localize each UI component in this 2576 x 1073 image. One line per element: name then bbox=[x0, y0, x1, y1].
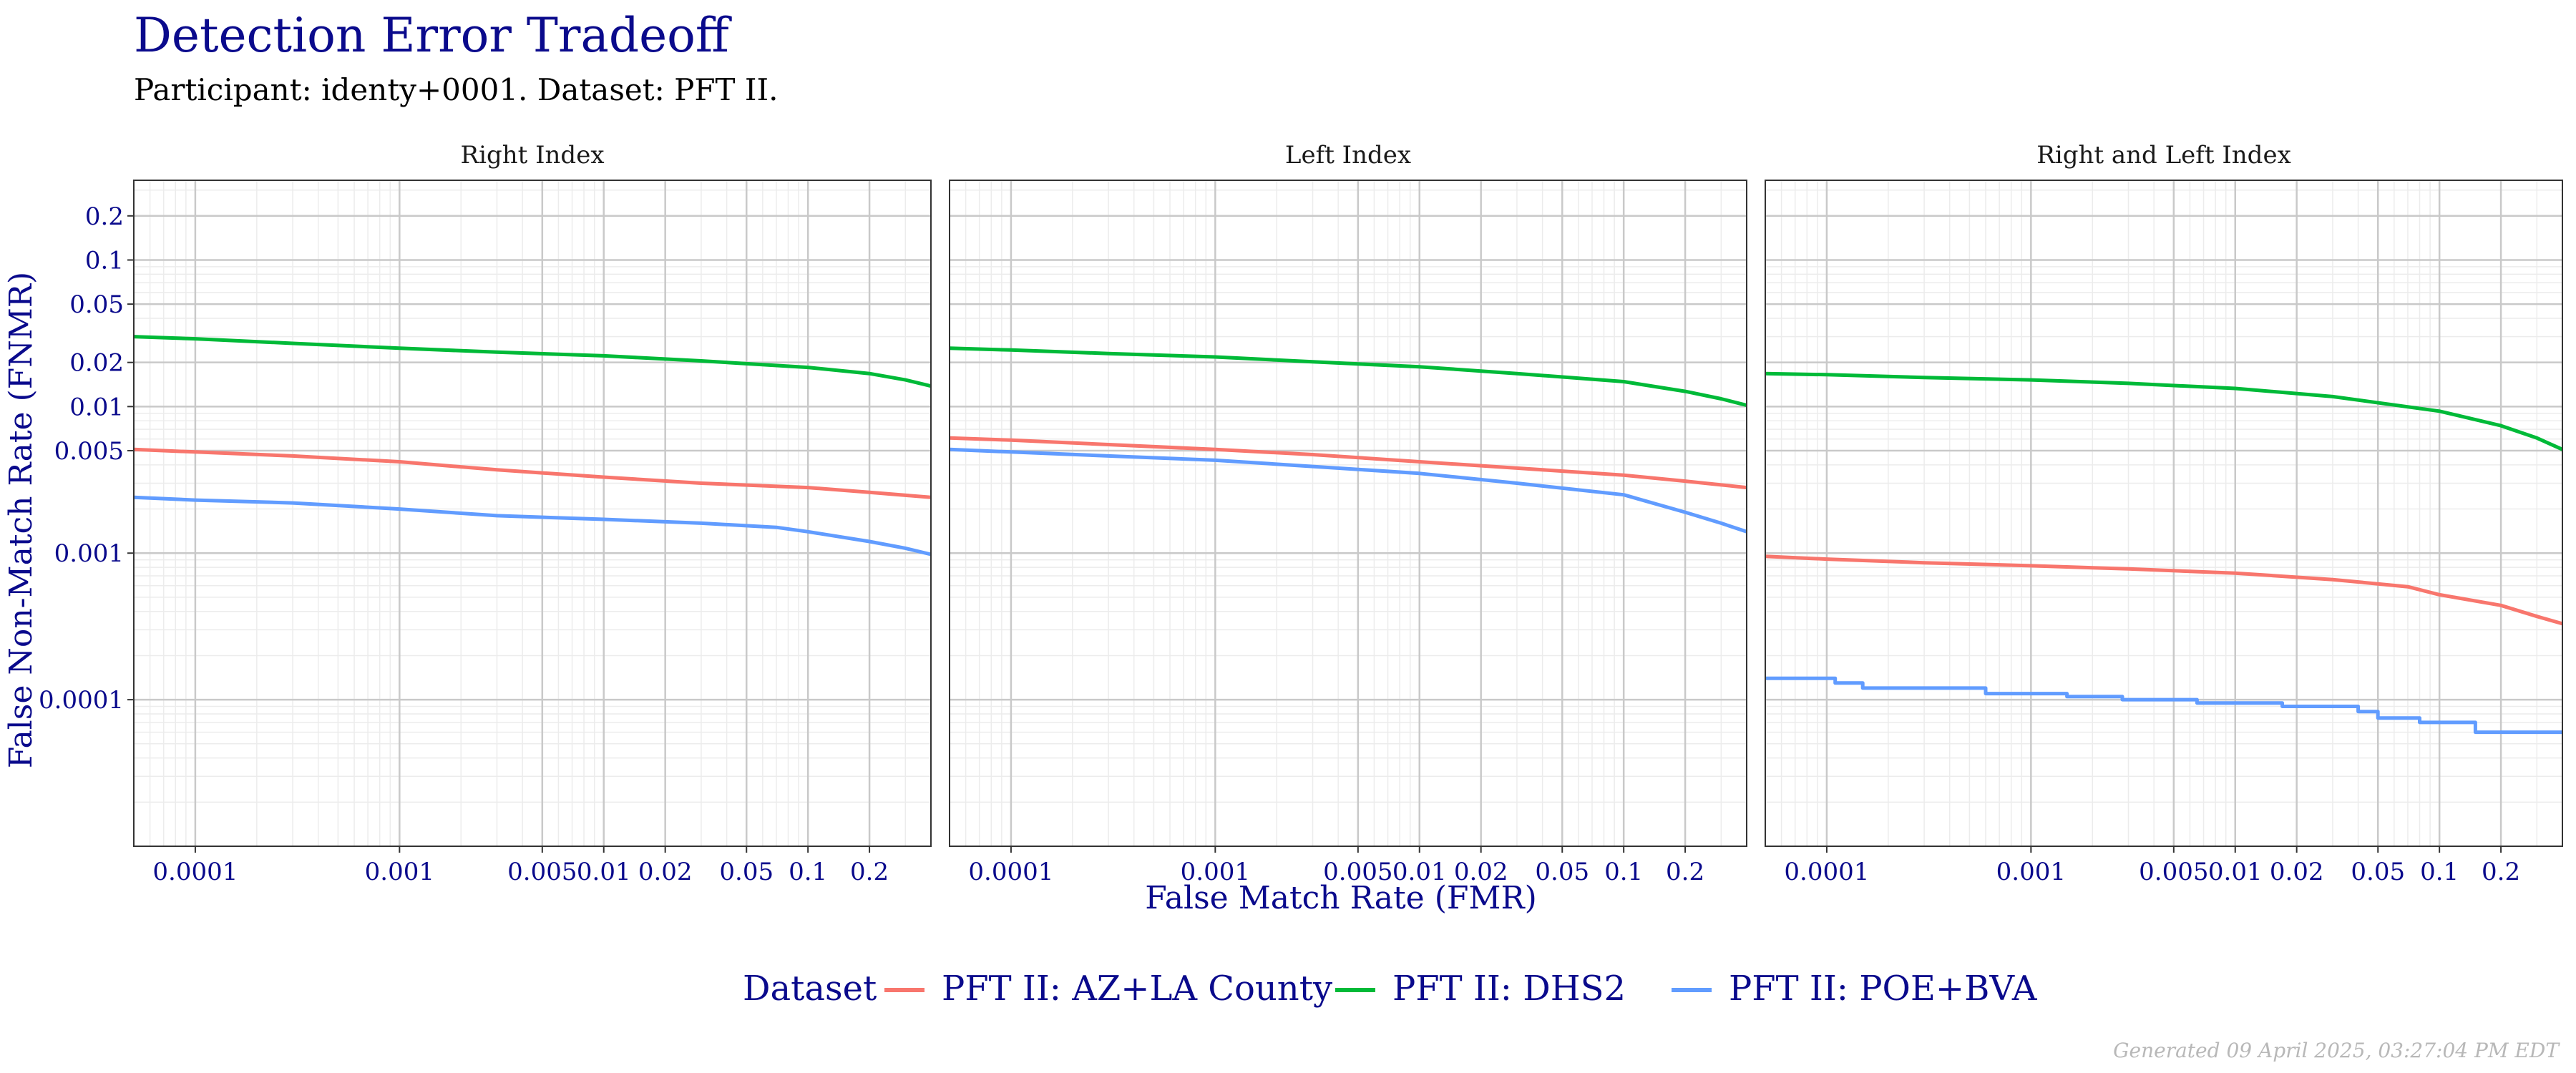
legend-label: PFT II: POE+BVA bbox=[1729, 969, 2038, 1009]
series-line bbox=[949, 447, 1747, 534]
series-line bbox=[133, 495, 932, 557]
x-tick-label: 0.0001 bbox=[1784, 858, 1869, 886]
x-tick-label: 0.1 bbox=[2420, 858, 2459, 886]
x-axis-label: False Match Rate (FMR) bbox=[1145, 880, 1537, 916]
x-tick-label: 0.05 bbox=[2351, 858, 2405, 886]
panel-border bbox=[949, 180, 1747, 847]
series-line bbox=[133, 335, 932, 388]
chart-subtitle: Participant: identy+0001. Dataset: PFT I… bbox=[134, 72, 778, 107]
x-tick-label: 0.1 bbox=[789, 858, 827, 886]
panel-title: Right and Left Index bbox=[2036, 141, 2291, 170]
panel-border bbox=[1765, 180, 2563, 847]
panel-1: Right Index bbox=[133, 141, 932, 847]
y-tick-label: 0.2 bbox=[85, 202, 124, 231]
y-tick-label: 0.005 bbox=[54, 437, 124, 466]
x-tick-label: 0.0001 bbox=[152, 858, 238, 886]
legend-label: PFT II: DHS2 bbox=[1392, 969, 1626, 1009]
panel-title: Right Index bbox=[461, 141, 605, 170]
x-tick-label: 0.001 bbox=[1996, 858, 2066, 886]
series-line bbox=[1765, 371, 2564, 451]
facet-panels: Right Index Left Index Right and Left Inde… bbox=[133, 141, 2564, 847]
y-tick-label: 0.05 bbox=[69, 290, 124, 319]
x-tick-label: 0.005 bbox=[1323, 858, 1392, 886]
x-tick-label: 0.005 bbox=[507, 858, 577, 886]
series-line bbox=[1765, 554, 2563, 626]
x-tick-label: 0.05 bbox=[719, 858, 774, 886]
y-tick-label: 0.01 bbox=[69, 393, 124, 421]
x-tick-label: 0.2 bbox=[850, 858, 889, 886]
x-tick-label: 0.005 bbox=[2139, 858, 2208, 886]
legend: Dataset PFT II: AZ+LA County PFT II: DHS2… bbox=[743, 969, 2038, 1009]
series-line bbox=[133, 447, 932, 499]
panel-2: Left Index bbox=[949, 141, 1747, 847]
x-tick-label: 0.001 bbox=[1181, 858, 1250, 886]
panel-3: Right and Left Index bbox=[1765, 141, 2564, 847]
x-tick-label: 0.05 bbox=[1535, 858, 1589, 886]
x-tick-label: 0.2 bbox=[2482, 858, 2520, 886]
x-tick-label: 0.0001 bbox=[968, 858, 1053, 886]
y-tick-label: 0.1 bbox=[85, 246, 124, 275]
x-tick-label: 0.01 bbox=[577, 858, 631, 886]
chart-title: Detection Error Tradeoff bbox=[134, 8, 732, 63]
x-tick-label: 0.001 bbox=[365, 858, 434, 886]
x-tick-label: 0.01 bbox=[1392, 858, 1447, 886]
x-tick-label: 0.02 bbox=[638, 858, 693, 886]
x-tick-label: 0.01 bbox=[2208, 858, 2263, 886]
x-tick-label: 0.02 bbox=[2270, 858, 2324, 886]
y-axis-label: False Non-Match Rate (FNMR) bbox=[3, 272, 39, 768]
series-line bbox=[1765, 676, 2562, 735]
y-tick-label: 0.02 bbox=[69, 349, 124, 378]
x-tick-label: 0.2 bbox=[1666, 858, 1704, 886]
y-tick-labels: 0.0001 0.001 0.005 0.01 0.02 0.05 0.1 0.2 bbox=[39, 202, 134, 715]
panel-border bbox=[133, 180, 932, 847]
y-tick-label: 0.001 bbox=[54, 539, 124, 568]
panel-title: Left Index bbox=[1285, 141, 1411, 170]
series-line bbox=[949, 346, 1747, 408]
y-tick-label: 0.0001 bbox=[39, 686, 124, 715]
legend-title: Dataset bbox=[743, 969, 877, 1009]
series-line bbox=[949, 436, 1747, 490]
generated-footer: Generated 09 April 2025, 03:27:04 PM EDT bbox=[2113, 1039, 2560, 1062]
x-tick-label: 0.1 bbox=[1604, 858, 1643, 886]
x-tick-label: 0.02 bbox=[1454, 858, 1508, 886]
legend-label: PFT II: AZ+LA County bbox=[942, 969, 1332, 1009]
